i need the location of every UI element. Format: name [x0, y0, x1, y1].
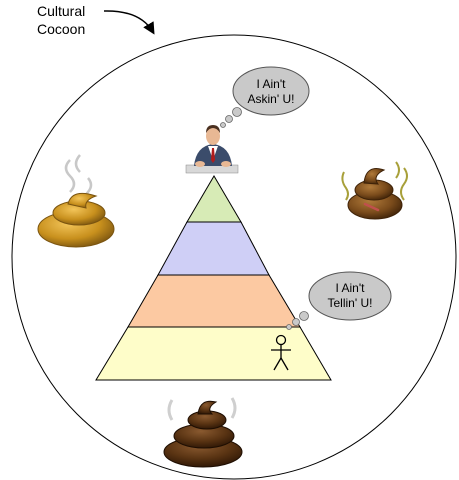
stick-figure-icon [271, 334, 291, 371]
cocoon-label-line1: Cultural [37, 3, 86, 19]
boss-bubble-line2: Askin' U! [248, 92, 295, 106]
worker-bubble-line2: Tellin' U! [328, 296, 373, 310]
worker-bubble-line1: I Ain't [336, 281, 366, 295]
pyramid-level-lower-middle [127, 274, 301, 328]
poop-icon-right [341, 161, 408, 220]
cocoon-label-line2: Cocoon [37, 21, 86, 37]
pyramid [95, 175, 332, 381]
boss-thought-bubble: I Ain't Askin' U! [220, 66, 310, 128]
poop-icon-left [37, 154, 115, 248]
cultural-cocoon-label: Cultural Cocoon [37, 2, 85, 38]
poop-icon-bottom [163, 397, 243, 468]
boss-person-icon [185, 125, 239, 174]
cocoon-arrow [103, 10, 155, 35]
worker-thought-bubble: I Ain't Tellin' U! [286, 271, 392, 330]
pyramid-level-base [95, 326, 332, 381]
boss-bubble-line1: I Ain't [257, 77, 287, 91]
